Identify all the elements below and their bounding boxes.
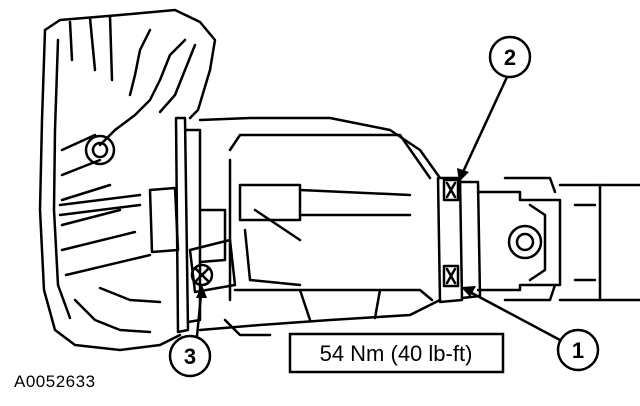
callout-2: 2 bbox=[457, 35, 532, 182]
torque-spec-text: 54 Nm (40 lb-ft) bbox=[320, 341, 473, 366]
transmission-housing bbox=[38, 8, 640, 352]
callout-3: 3 bbox=[168, 285, 212, 378]
figure-id: A0052633 bbox=[14, 372, 96, 391]
callout-label-1: 1 bbox=[572, 338, 584, 363]
torque-spec-box: 54 Nm (40 lb-ft) bbox=[288, 332, 505, 374]
callout-1: 1 bbox=[461, 286, 600, 372]
callout-label-2: 2 bbox=[504, 45, 516, 70]
callout-label-3: 3 bbox=[184, 344, 196, 369]
